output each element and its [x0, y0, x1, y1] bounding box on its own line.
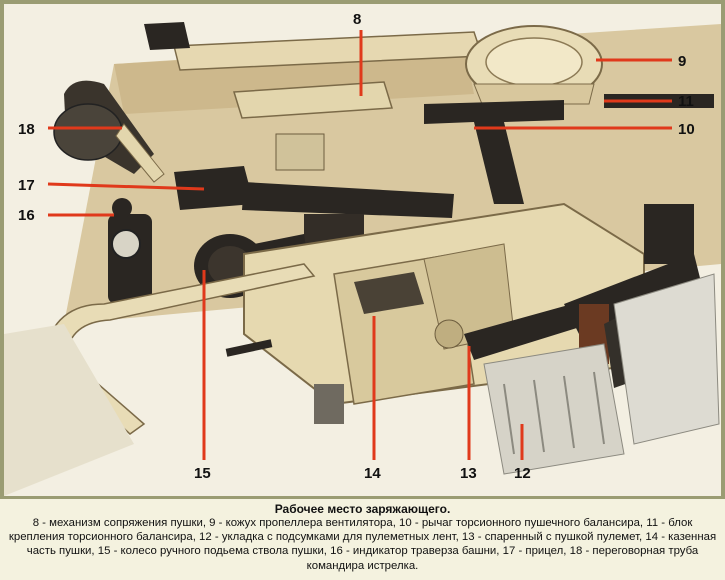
gun-linkage-mechanism: [233, 81, 393, 119]
callout-12: 12: [514, 465, 531, 482]
callout-lines: [47, 30, 672, 460]
callout-13: 13: [460, 465, 477, 482]
loader-station-illustration: 8 9 10 11 12 13 14 15 16 17 18: [4, 4, 721, 496]
callout-18: 18: [18, 121, 35, 138]
gun-sight: [174, 166, 454, 244]
illustration-svg: 8 9 10 11 12 13 14 15 16 17 18: [4, 4, 721, 496]
fan-housing: [465, 25, 603, 105]
callout-14: 14: [364, 465, 381, 482]
traverse-indicator: [108, 198, 152, 304]
balancer-lever: [424, 100, 564, 204]
caption-title: Рабочее место заряжающего.: [274, 502, 451, 516]
callout-16: 16: [18, 207, 35, 224]
callout-11: 11: [678, 93, 694, 110]
caption-legend: 8 - механизм сопряжения пушки, 9 - кожух…: [8, 517, 717, 572]
callout-9: 9: [678, 53, 686, 70]
callout-10: 10: [678, 121, 695, 138]
figure-caption: Рабочее место заряжающего. 8 - механизм …: [0, 499, 725, 580]
callout-17: 17: [18, 177, 35, 194]
ammo-pouch-rack: [483, 273, 720, 475]
callout-8: 8: [353, 11, 361, 28]
callout-15: 15: [194, 465, 211, 482]
